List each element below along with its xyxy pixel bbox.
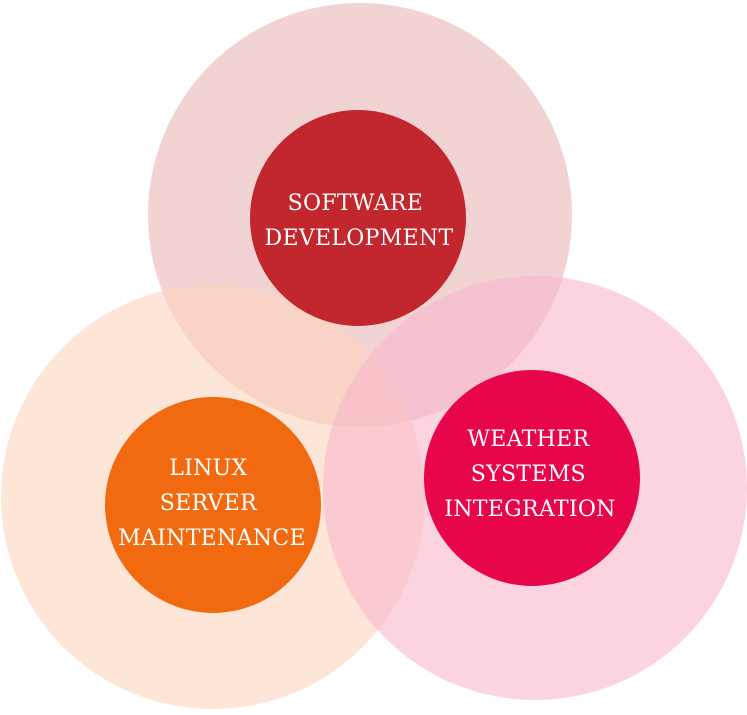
weather-label-line-1: WEATHER [467, 427, 590, 452]
weather-inner-circle [424, 370, 640, 586]
linux-label-line-2: SERVER [160, 491, 258, 516]
linux-label: LINUX SERVER MAINTENANCE [118, 456, 306, 551]
weather-label: WEATHER SYSTEMS INTEGRATION [444, 427, 615, 522]
software-inner-circle [250, 110, 466, 326]
linux-inner-circle [105, 397, 321, 613]
software-label-line-2: DEVELOPMENT [265, 226, 454, 251]
software-label-line-1: SOFTWARE [288, 191, 423, 216]
linux-label-line-1: LINUX [169, 456, 247, 481]
weather-label-line-2: SYSTEMS [471, 462, 586, 487]
software-label: SOFTWARE DEVELOPMENT [265, 191, 454, 251]
linux-label-line-3: MAINTENANCE [118, 526, 306, 551]
weather-label-line-3: INTEGRATION [444, 497, 615, 522]
